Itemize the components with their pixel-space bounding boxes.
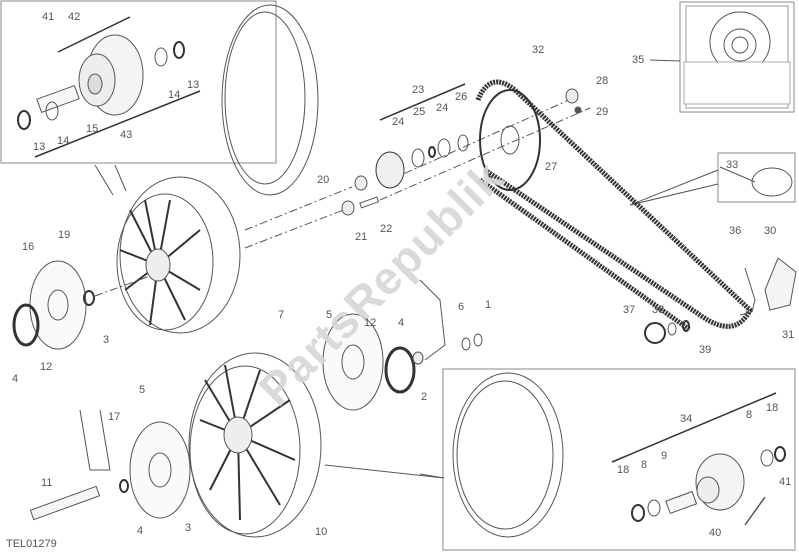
part-callout-31: 31 [782, 329, 795, 341]
sprocket-cover-inset-frame [679, 1, 795, 113]
part-callout-2: 2 [421, 391, 428, 403]
part-callout-18: 18 [766, 402, 779, 414]
chain-link-inset-frame [717, 152, 796, 203]
part-callout-37: 37 [623, 304, 636, 316]
part-callout-9: 9 [661, 450, 668, 462]
part-callout-1: 1 [485, 299, 492, 311]
part-callout-28: 28 [596, 75, 609, 87]
drawing-code: TEL01279 [6, 538, 57, 550]
part-callout-24: 24 [436, 102, 449, 114]
part-callout-3: 3 [103, 334, 110, 346]
part-callout-42: 42 [68, 11, 81, 23]
part-callout-12: 12 [364, 317, 377, 329]
part-callout-41: 41 [779, 476, 792, 488]
part-callout-25: 25 [413, 106, 426, 118]
part-callout-26: 26 [455, 91, 468, 103]
part-callout-6: 6 [458, 301, 465, 313]
part-callout-4: 4 [137, 525, 144, 537]
part-callout-39: 39 [699, 344, 712, 356]
part-callout-21: 21 [355, 231, 368, 243]
part-callout-40: 40 [709, 527, 722, 539]
part-callout-20: 20 [317, 174, 330, 186]
part-callout-41: 41 [42, 11, 55, 23]
part-callout-11: 11 [41, 477, 53, 489]
part-callout-24: 24 [392, 116, 405, 128]
part-callout-4: 4 [12, 373, 19, 385]
part-callout-5: 5 [326, 309, 333, 321]
part-callout-34: 34 [680, 413, 693, 425]
front-hub-inset-frame [442, 368, 796, 551]
part-callout-10: 10 [315, 526, 328, 538]
rear-hub-inset-frame [0, 0, 277, 164]
part-callout-30: 30 [764, 225, 777, 237]
part-callout-35: 35 [632, 54, 645, 66]
part-callout-33: 33 [726, 159, 739, 171]
part-callout-19: 19 [58, 229, 71, 241]
part-callout-5: 5 [139, 384, 146, 396]
part-callout-18: 18 [617, 464, 630, 476]
part-callout-3: 3 [185, 522, 192, 534]
part-callout-14: 14 [168, 89, 181, 101]
part-callout-43: 43 [120, 129, 133, 141]
part-callout-8: 8 [746, 409, 753, 421]
part-callout-16: 16 [22, 241, 35, 253]
part-callout-7: 7 [278, 309, 285, 321]
part-callout-27: 27 [545, 161, 558, 173]
part-callout-23: 23 [412, 84, 425, 96]
part-callout-13: 13 [187, 79, 200, 91]
part-callout-38: 38 [652, 304, 665, 316]
part-callout-15: 15 [86, 123, 99, 135]
part-callout-22: 22 [380, 223, 393, 235]
part-callout-12: 12 [40, 361, 53, 373]
part-callout-4: 4 [398, 317, 405, 329]
part-callout-32: 32 [532, 44, 545, 56]
part-callout-13: 13 [33, 141, 46, 153]
part-callout-8: 8 [641, 459, 648, 471]
part-callout-14: 14 [57, 135, 70, 147]
part-callout-36: 36 [729, 225, 742, 237]
part-callout-17: 17 [108, 411, 121, 423]
part-callout-29: 29 [596, 106, 609, 118]
